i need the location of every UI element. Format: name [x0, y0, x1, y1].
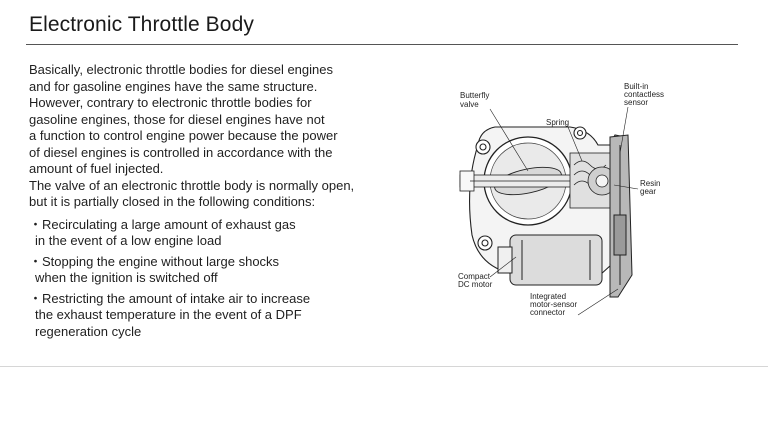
svg-text:Integrated: Integrated: [530, 292, 566, 301]
throttle-body-diagram: Butterfly valve Built-in contactless sen…: [458, 82, 664, 317]
text-line: amount of fuel injected.: [29, 161, 164, 176]
label-resin-gear: Resin gear: [613, 179, 660, 196]
slide: Electronic Throttle Body Basically, elec…: [0, 13, 768, 367]
svg-text:valve: valve: [460, 100, 479, 109]
text-line: The valve of an electronic throttle body…: [29, 177, 355, 193]
bullet-line: ・Restricting the amount of intake air to…: [29, 290, 311, 306]
svg-text:motor-sensor: motor-sensor: [530, 300, 577, 309]
sensor-cover: [609, 134, 633, 298]
bullet-item: ・Recirculating a large amount of exhaust…: [29, 217, 429, 250]
dc-motor: [497, 234, 603, 286]
label-connector: Integrated motor-sensor connector: [530, 288, 619, 317]
spring-gear-assembly: [569, 152, 617, 209]
label-butterfly-valve: Butterfly valve: [460, 91, 529, 172]
text-line: a function to control engine power becau…: [29, 128, 338, 143]
page-title: Electronic Throttle Body: [29, 13, 254, 36]
svg-text:contactless: contactless: [624, 90, 664, 99]
body-text: Basically, electronic throttle bodies fo…: [29, 62, 429, 340]
svg-text:Spring: Spring: [546, 118, 569, 127]
text-line: of diesel engines is controlled in accor…: [29, 144, 333, 160]
text-line: but it is partially closed in the follow…: [29, 194, 316, 209]
svg-text:Compact: Compact: [458, 272, 491, 281]
empty-area: [0, 367, 768, 432]
label-dc-motor: Compact DC motor: [458, 256, 517, 289]
bullet-item: ・Stopping the engine without large shock…: [29, 254, 429, 287]
text-line: and for gasoline engines have the same s…: [29, 78, 318, 94]
svg-text:Butterfly: Butterfly: [460, 91, 489, 100]
label-built-in-sensor: Built-in contactless sensor: [619, 82, 664, 154]
bullet-line: ・Recirculating a large amount of exhaust…: [29, 216, 296, 232]
svg-text:DC motor: DC motor: [458, 280, 493, 289]
bullet-line: regeneration cycle: [35, 323, 142, 339]
text-line: gasoline engines, those for diesel engin…: [29, 111, 325, 127]
bullet-line: ・Stopping the engine without large shock…: [29, 253, 280, 269]
title-divider: [26, 44, 738, 45]
bullet-line: in the event of a low engine load: [35, 233, 222, 248]
svg-text:connector: connector: [530, 308, 565, 317]
bullet-item: ・Restricting the amount of intake air to…: [29, 291, 429, 341]
svg-text:Resin: Resin: [640, 179, 660, 188]
intro-paragraph: Basically, electronic throttle bodies fo…: [29, 62, 429, 211]
svg-text:Built-in: Built-in: [624, 82, 648, 91]
bullet-line: when the ignition is switched off: [35, 270, 218, 285]
label-spring: Spring: [546, 118, 583, 162]
text-line: However, contrary to electronic throttle…: [29, 95, 312, 110]
svg-text:gear: gear: [640, 187, 656, 196]
text-line: Basically, electronic throttle bodies fo…: [29, 62, 333, 77]
svg-text:sensor: sensor: [624, 98, 648, 107]
bullet-line: the exhaust temperature in the event of …: [35, 307, 302, 322]
